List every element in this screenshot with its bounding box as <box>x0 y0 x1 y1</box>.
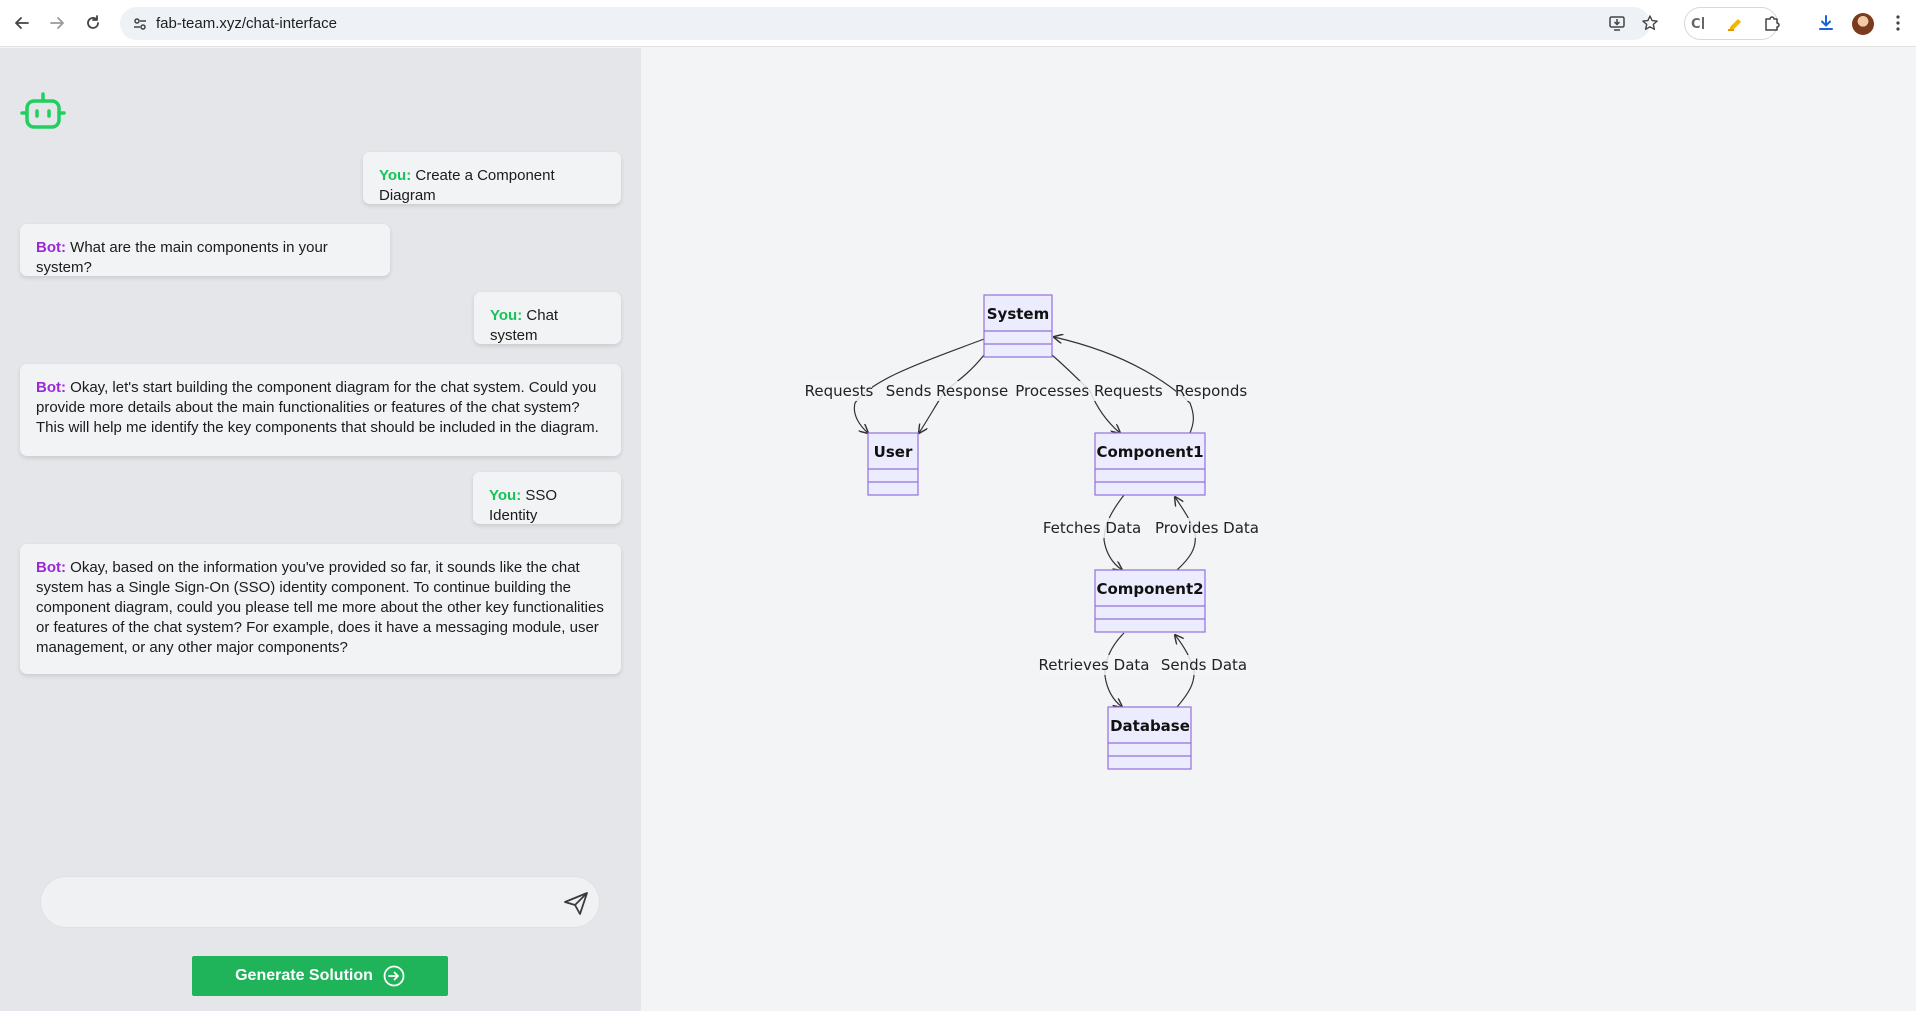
diagram-canvas: System User Component1 Component2 Databa… <box>642 48 1916 1011</box>
node-component1-label: Component1 <box>1096 443 1203 461</box>
edge-label-sends-data: Sends Data <box>1161 656 1247 674</box>
message-bot: Bot: What are the main components in you… <box>20 224 390 276</box>
edge-label-fetches-data: Fetches Data <box>1043 519 1141 537</box>
node-system-label: System <box>987 305 1049 323</box>
svg-text:C: C <box>1691 17 1701 32</box>
robot-icon <box>20 91 66 133</box>
forward-icon[interactable] <box>44 10 70 36</box>
generate-solution-label: Generate Solution <box>235 967 373 984</box>
install-app-icon[interactable] <box>1605 11 1629 35</box>
edge-retrieves-data <box>1104 632 1125 707</box>
node-user-label: User <box>874 443 913 461</box>
generate-solution-button[interactable]: Generate Solution <box>192 956 448 996</box>
send-icon[interactable] <box>562 890 590 916</box>
edge-label-responds: Responds <box>1175 382 1248 400</box>
message-text: Chat system <box>490 307 559 344</box>
message-text: SSO Identity <box>489 487 558 524</box>
reload-icon[interactable] <box>80 10 106 36</box>
extension-cl-icon[interactable]: C <box>1688 11 1712 35</box>
node-component2: Component2 <box>1094 569 1206 633</box>
profile-avatar[interactable] <box>1852 13 1874 35</box>
edge-label-requests: Requests <box>805 382 874 400</box>
menu-kebab-icon[interactable] <box>1886 11 1910 35</box>
message-text: Create a Component Diagram <box>379 167 555 204</box>
message-you: You: Create a Component Diagram <box>363 152 621 204</box>
message-you: You: SSO Identity <box>473 472 621 524</box>
message-text: Okay, let's start building the component… <box>36 379 599 436</box>
url-text: fab-team.xyz/chat-interface <box>156 15 337 32</box>
chat-panel: You: Create a Component Diagram Bot: Wha… <box>0 48 641 1011</box>
message-bot: Bot: Okay, let's start building the comp… <box>20 364 621 456</box>
speaker-label: You: <box>489 487 522 504</box>
edge-label-processes-requests: Processes Requests <box>1015 382 1163 400</box>
arrow-circle-right-icon <box>383 965 405 987</box>
browser-toolbar: fab-team.xyz/chat-interface C <box>0 0 1916 47</box>
speaker-label: Bot: <box>36 559 66 576</box>
message-text: Okay, based on the information you've pr… <box>36 559 604 656</box>
back-icon[interactable] <box>9 10 35 36</box>
edge-fetches-data <box>1103 494 1125 570</box>
highlighter-icon[interactable] <box>1723 11 1747 35</box>
message-bot: Bot: Okay, based on the information you'… <box>20 544 621 674</box>
speaker-label: You: <box>379 167 412 184</box>
download-icon[interactable] <box>1814 11 1838 35</box>
site-settings-icon[interactable] <box>132 16 148 37</box>
address-bar[interactable]: fab-team.xyz/chat-interface <box>120 7 1650 40</box>
message-input[interactable] <box>40 876 600 928</box>
node-component2-label: Component2 <box>1096 580 1203 598</box>
node-database-label: Database <box>1110 717 1190 735</box>
speaker-label: Bot: <box>36 379 66 396</box>
speaker-label: You: <box>490 307 523 324</box>
message-you: You: Chat system <box>474 292 621 344</box>
edge-label-sends-response: Sends Response <box>886 382 1008 400</box>
node-database: Database <box>1107 706 1192 770</box>
edge-label-provides-data: Provides Data <box>1155 519 1259 537</box>
edge-label-retrieves-data: Retrieves Data <box>1039 656 1150 674</box>
node-system: System <box>983 294 1053 358</box>
speaker-label: Bot: <box>36 239 66 256</box>
message-text: What are the main components in your sys… <box>36 239 328 276</box>
bookmark-star-icon[interactable] <box>1638 11 1662 35</box>
extensions-puzzle-icon[interactable] <box>1760 11 1784 35</box>
node-user: User <box>867 432 919 496</box>
node-component1: Component1 <box>1094 432 1206 496</box>
